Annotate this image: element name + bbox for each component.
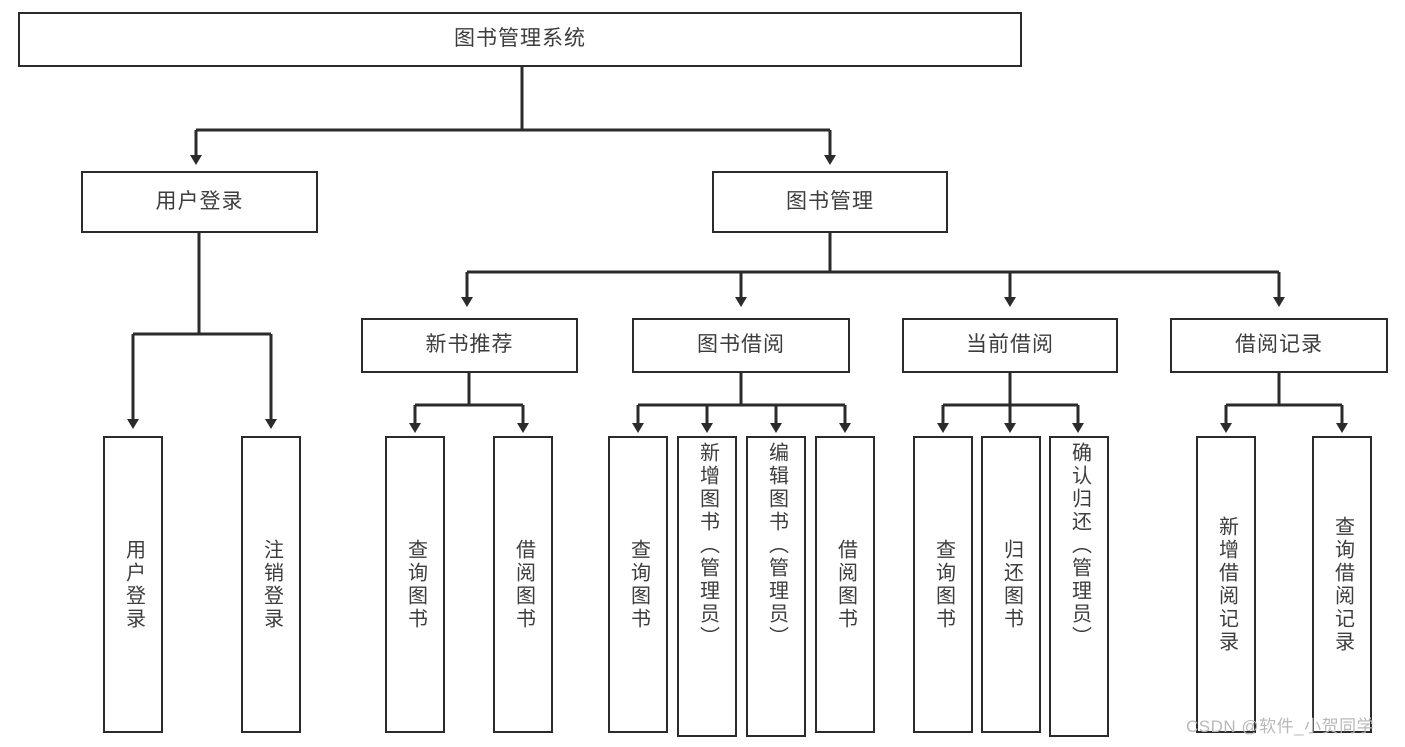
node-book-borrow[interactable]: 图书借阅 — [632, 318, 850, 373]
leaf-query-book-3[interactable]: 查询图书 — [913, 436, 973, 733]
leaf-query-book-1[interactable]: 查询图书 — [385, 436, 445, 733]
csdn-watermark: CSDN @软件_小贺同学 — [1186, 717, 1375, 736]
leaf-edit-book[interactable]: 编辑图书（管理员） — [746, 436, 806, 737]
leaf-query-book-1-label: 查询图书 — [404, 538, 427, 631]
leaf-borrow-book-2[interactable]: 借阅图书 — [815, 436, 875, 733]
leaf-user-logout[interactable]: 注销登录 — [241, 436, 301, 733]
node-book-manage[interactable]: 图书管理 — [712, 171, 948, 233]
leaf-user-login-label: 用户登录 — [122, 538, 145, 631]
leaf-return-book-label: 归还图书 — [1000, 538, 1023, 631]
leaf-borrow-book-1-label: 借阅图书 — [512, 538, 535, 631]
leaf-borrow-book-1[interactable]: 借阅图书 — [493, 436, 553, 733]
node-user-login-label: 用户登录 — [155, 189, 244, 213]
node-root[interactable]: 图书管理系统 — [18, 12, 1022, 67]
node-current-borrow[interactable]: 当前借阅 — [902, 318, 1118, 373]
node-root-label: 图书管理系统 — [454, 27, 586, 51]
leaf-query-record[interactable]: 查询借阅记录 — [1312, 436, 1372, 733]
leaf-confirm-return-label: 确认归还（管理员） — [1068, 442, 1091, 649]
leaf-edit-book-label: 编辑图书（管理员） — [765, 442, 788, 649]
node-borrow-record[interactable]: 借阅记录 — [1170, 318, 1388, 373]
leaf-add-book[interactable]: 新增图书（管理员） — [677, 436, 737, 737]
leaf-add-book-label: 新增图书（管理员） — [696, 442, 719, 649]
node-current-borrow-label: 当前借阅 — [966, 333, 1054, 357]
leaf-user-logout-label: 注销登录 — [260, 538, 283, 631]
node-new-book-recommend-label: 新书推荐 — [425, 333, 514, 357]
leaf-query-book-2-label: 查询图书 — [627, 538, 650, 631]
leaf-query-book-3-label: 查询图书 — [932, 538, 955, 631]
leaf-query-record-label: 查询借阅记录 — [1331, 515, 1354, 654]
leaf-borrow-book-2-label: 借阅图书 — [834, 538, 857, 631]
node-borrow-record-label: 借阅记录 — [1235, 333, 1323, 357]
leaf-add-record-label: 新增借阅记录 — [1215, 515, 1238, 654]
leaf-query-book-2[interactable]: 查询图书 — [608, 436, 668, 733]
leaf-confirm-return[interactable]: 确认归还（管理员） — [1049, 436, 1109, 737]
leaf-add-record[interactable]: 新增借阅记录 — [1196, 436, 1256, 733]
leaf-return-book[interactable]: 归还图书 — [981, 436, 1041, 733]
leaf-user-login[interactable]: 用户登录 — [103, 436, 163, 733]
node-book-manage-label: 图书管理 — [786, 189, 874, 213]
node-book-borrow-label: 图书借阅 — [697, 333, 785, 357]
node-user-login[interactable]: 用户登录 — [81, 171, 318, 233]
node-new-book-recommend[interactable]: 新书推荐 — [361, 318, 578, 373]
